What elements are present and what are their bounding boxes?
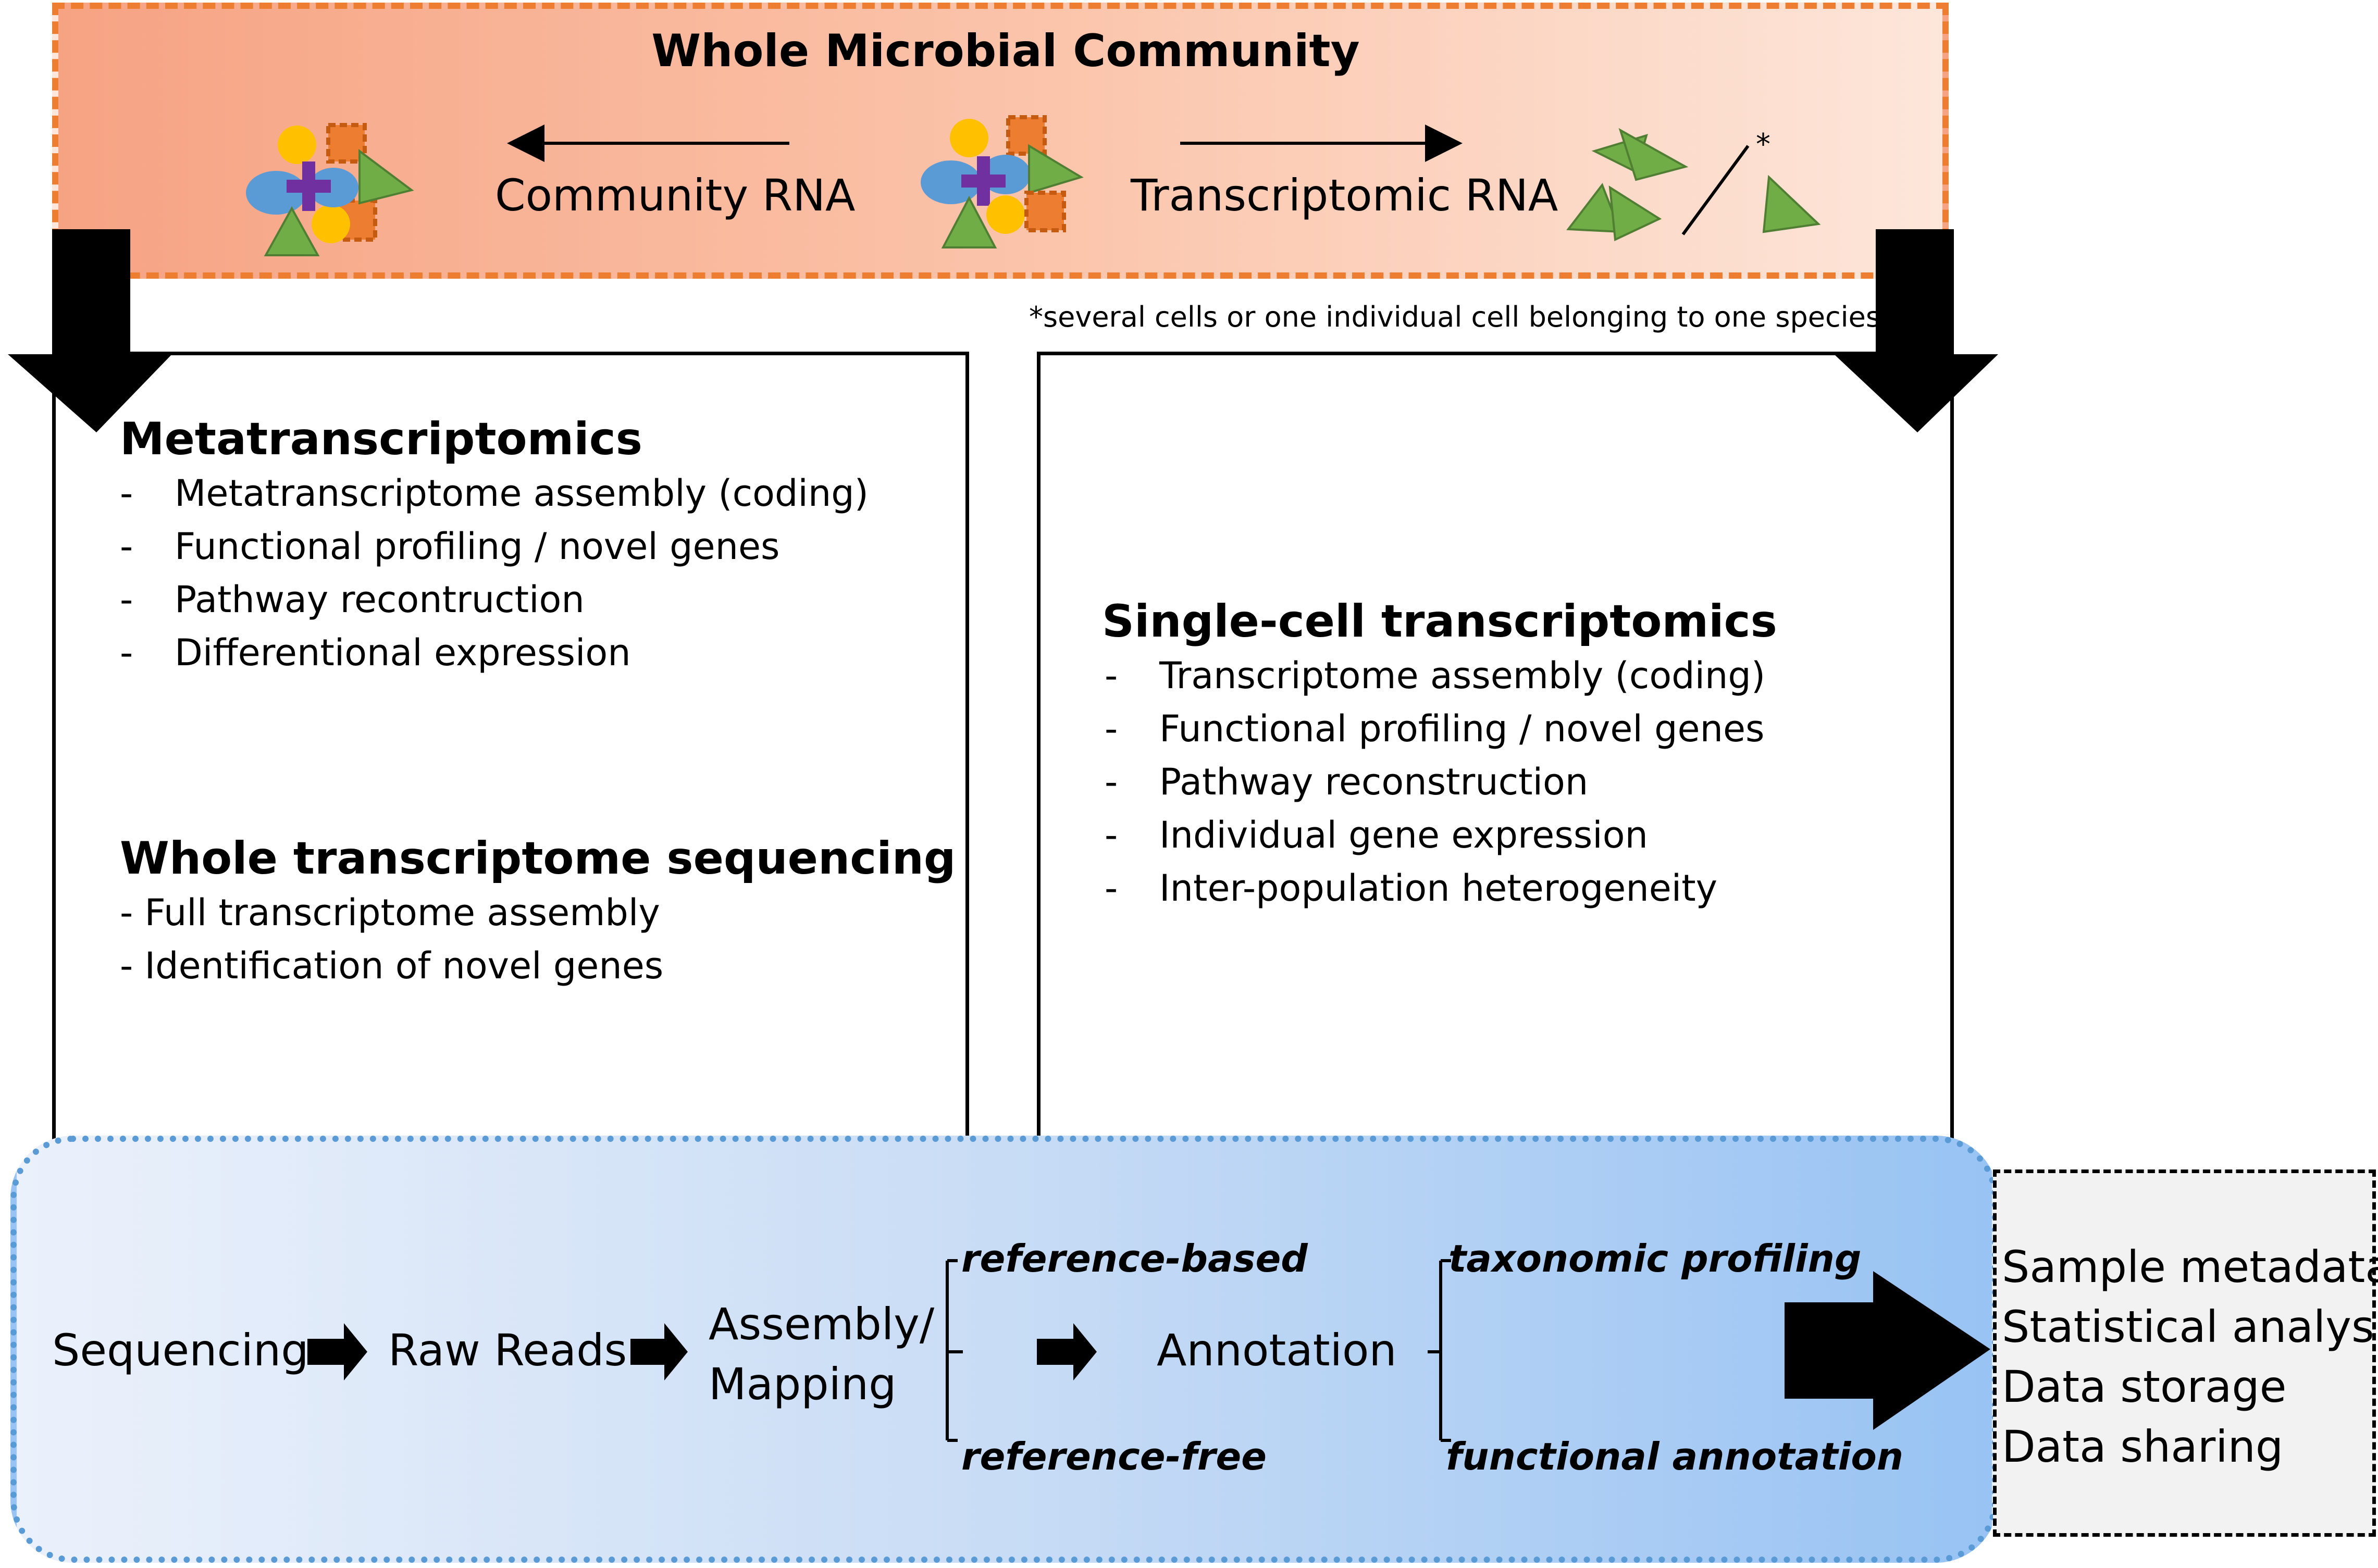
asterisk-mark: * <box>1756 128 1770 161</box>
assembly-step-line1: Assembly/ <box>709 1299 935 1350</box>
functional-annotation-label: functional annotation <box>1446 1435 1904 1478</box>
community-rna-label: Community RNA <box>495 170 856 221</box>
list-item: -Differentional expression <box>120 631 631 674</box>
dash-mark: - <box>1105 707 1118 750</box>
list-item: -Pathway recontruction <box>120 578 585 621</box>
metatranscriptomics-list: -Metatranscriptome assembly (coding) -Fu… <box>120 475 953 683</box>
list-item: -Pathway reconstruction <box>1105 761 1589 803</box>
output-box <box>1993 1169 2376 1537</box>
output-data-storage: Data storage <box>2002 1361 2287 1412</box>
reference-based-label: reference-based <box>961 1237 1308 1280</box>
microbial-community-cluster-center-icon <box>921 115 1084 248</box>
dash-mark: - <box>120 525 133 568</box>
list-item: -Metatranscriptome assembly (coding) <box>120 472 869 515</box>
microbial-community-cluster-left-icon <box>246 123 414 256</box>
single-cell-title: Single-cell transcriptomics <box>1102 595 1777 648</box>
list-item: -Functional profiling / novel genes <box>120 525 780 568</box>
list-item: - Full transcriptome assembly <box>120 891 660 934</box>
list-item: -Individual gene expression <box>1105 814 1648 856</box>
arrow-sequencing-to-rawreads-icon <box>307 1323 367 1380</box>
taxonomic-profiling-label: taxonomic profiling <box>1448 1237 1862 1280</box>
single-species-cluster-icon <box>1566 128 1821 242</box>
dash-mark: - <box>1105 654 1118 697</box>
down-arrow-left-icon <box>8 229 172 432</box>
reference-free-label: reference-free <box>961 1435 1267 1478</box>
dash-mark: - <box>120 578 133 621</box>
transcriptomic-rna-label: Transcriptomic RNA <box>1131 170 1558 221</box>
output-sample-metadata: Sample metadata <box>2002 1241 2378 1292</box>
arrow-rawreads-to-assembly-icon <box>630 1323 688 1380</box>
arrow-to-annotation-icon <box>1037 1323 1097 1380</box>
dash-mark: - <box>1105 867 1118 910</box>
dash-mark: - <box>1105 761 1118 803</box>
bracket-annotation-icon <box>1428 1259 1451 1442</box>
whole-transcriptome-title: Whole transcriptome sequencing <box>120 832 956 885</box>
list-item: -Functional profiling / novel genes <box>1105 707 1765 750</box>
footnote: *several cells or one individual cell be… <box>1029 301 1881 333</box>
output-statistical-analysis: Statistical analysis <box>2002 1301 2378 1352</box>
list-item: - Identification of novel genes <box>120 944 664 987</box>
raw-reads-step: Raw Reads <box>388 1325 627 1376</box>
annotation-step: Annotation <box>1157 1325 1397 1376</box>
dash-mark: - <box>1105 814 1118 856</box>
sequencing-step: Sequencing <box>52 1325 309 1376</box>
metatranscriptomics-title: Metatranscriptomics <box>120 413 642 465</box>
list-item: -Inter-population heterogeneity <box>1105 867 1718 910</box>
single-cell-panel <box>1037 352 1954 1206</box>
community-title: Whole Microbial Community <box>651 25 1360 77</box>
dash-mark: - <box>120 631 133 674</box>
list-item: -Transcriptome assembly (coding) <box>1105 654 1766 697</box>
whole-transcriptome-list: - Full transcriptome assembly - Identifi… <box>120 894 953 999</box>
output-data-sharing: Data sharing <box>2002 1421 2284 1472</box>
single-cell-list: -Transcriptome assembly (coding) -Functi… <box>1105 657 1938 918</box>
assembly-step-line2: Mapping <box>709 1359 897 1410</box>
dash-mark: - <box>120 472 133 515</box>
arrow-to-outputs-icon <box>1785 1271 1990 1430</box>
metatranscriptomics-panel <box>52 352 969 1206</box>
bracket-reference-icon <box>946 1259 963 1442</box>
down-arrow-right-icon <box>1834 229 1998 432</box>
